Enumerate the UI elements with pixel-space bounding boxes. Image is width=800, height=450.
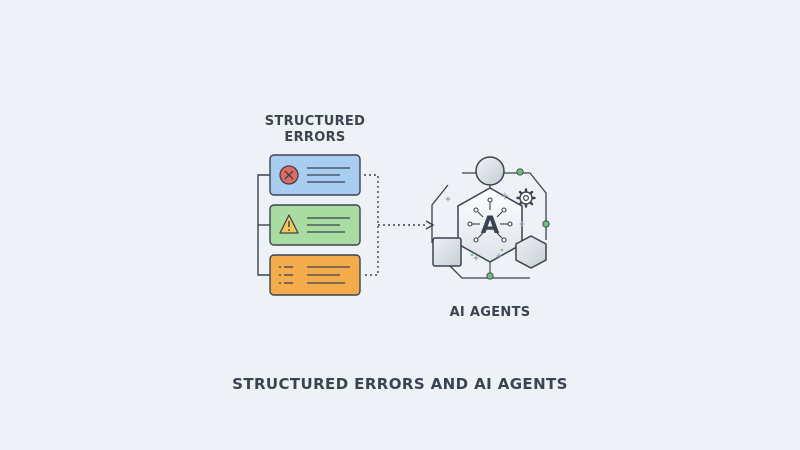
error-card-warning <box>269 204 361 246</box>
gear-icon <box>516 188 536 208</box>
connector-arrowhead <box>425 220 435 230</box>
ai-agents-title: AI AGENTS <box>449 305 531 320</box>
error-card-error <box>269 154 361 196</box>
structured-errors-title: STRUCTURED ERRORS <box>264 114 366 145</box>
circuit-lines <box>467 197 513 243</box>
agent-cluster: A <box>431 156 550 280</box>
card-text-lines <box>307 266 350 284</box>
list-icon <box>279 266 293 284</box>
top-circle-node <box>475 156 505 186</box>
error-card-list <box>269 254 361 296</box>
card-text-lines <box>307 167 350 183</box>
accent-dots <box>486 168 550 280</box>
card-text-lines <box>307 217 350 233</box>
x-circle-icon <box>279 165 299 185</box>
diagram-caption: STRUCTURED ERRORS AND AI AGENTS <box>232 375 568 393</box>
square-node <box>432 237 462 267</box>
agent-letter: A <box>481 211 500 239</box>
dotted-connector <box>364 174 428 276</box>
card-bracket <box>257 174 270 276</box>
small-hexagon-node <box>515 235 547 269</box>
warning-triangle-icon <box>279 214 299 234</box>
sparkle-icons <box>445 192 525 261</box>
